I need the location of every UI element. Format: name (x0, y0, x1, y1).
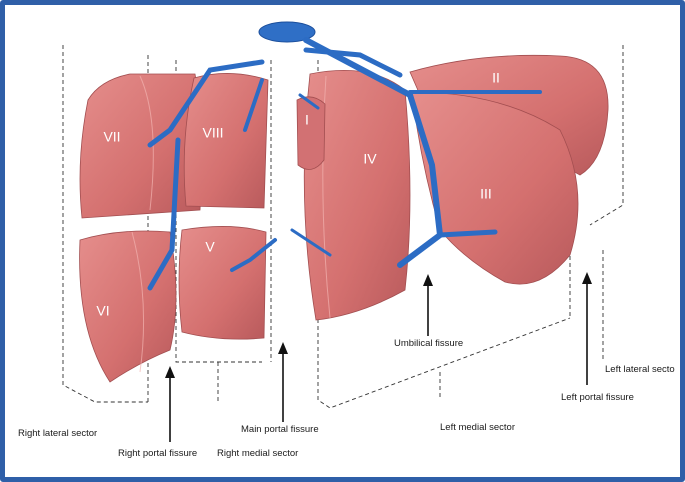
segment-label-vii: VII (103, 129, 120, 145)
segment-label-v: V (205, 239, 215, 255)
label-left-medial-sector: Left medial sector (440, 422, 515, 433)
label-right-portal-fissure: Right portal fissure (118, 448, 197, 459)
label-left-portal-fissure: Left portal fissure (561, 392, 634, 403)
label-right-lateral-sector: Right lateral sector (18, 428, 97, 439)
label-right-medial-sector: Right medial sector (217, 448, 298, 459)
segment-label-ii: II (492, 70, 500, 86)
label-main-portal-fissure: Main portal fissure (241, 424, 319, 435)
liver-segment-v (178, 226, 267, 340)
segment-label-viii: VIII (202, 125, 223, 141)
label-umbilical-fissure: Umbilical fissure (394, 338, 463, 349)
liver-segment-vi (79, 230, 177, 383)
fissure-arrows (165, 272, 592, 442)
liver-segment-vii (79, 73, 203, 219)
segment-label-iv: IV (363, 151, 377, 167)
liver-segment-i (296, 96, 326, 170)
liver-segment-viii (183, 73, 269, 209)
label-left-lateral-sector: Left lateral secto (605, 364, 675, 375)
portal-vein-tree (147, 21, 542, 400)
segment-label-iii: III (480, 186, 492, 202)
segment-label-i: I (305, 112, 309, 128)
segment-label-vi: VI (96, 303, 109, 319)
